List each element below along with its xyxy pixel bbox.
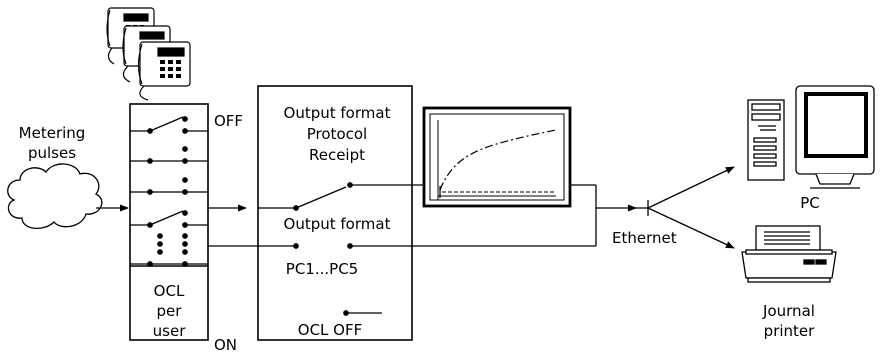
arrow-to-printer — [647, 207, 735, 249]
protocol-switch — [258, 182, 412, 211]
printer-icon — [741, 225, 837, 283]
journal-label: Journal — [762, 302, 815, 320]
printer-label: printer — [764, 322, 815, 340]
pc-range-label: PC1...PC5 — [286, 260, 358, 278]
ocl-label: OCL — [154, 282, 185, 300]
processor-block — [257, 85, 413, 341]
off-label: OFF — [214, 112, 243, 130]
pc-label: PC — [800, 194, 820, 212]
cloud-icon — [7, 163, 103, 229]
graph-display-icon — [422, 106, 572, 208]
receipt-label: Receipt — [309, 146, 365, 164]
ocl-off-contact — [343, 310, 382, 316]
on-label: ON — [214, 336, 237, 352]
pulses-label: pulses — [28, 144, 76, 162]
user-label: user — [153, 322, 187, 340]
ocl-switch-block — [129, 103, 209, 341]
pc-icon — [747, 85, 875, 189]
output-format-bottom-label: Output format — [284, 215, 391, 233]
ocl-off-label: OCL OFF — [298, 321, 362, 339]
switch-rows — [130, 116, 208, 267]
metering-label: Metering — [19, 124, 86, 142]
per-label: per — [157, 302, 183, 320]
output-format-top-label: Output format — [284, 104, 391, 122]
telephone-stack-icon — [106, 7, 191, 101]
arrow-to-pc — [647, 166, 735, 209]
ethernet-label: Ethernet — [612, 229, 677, 247]
protocol-label: Protocol — [307, 125, 367, 143]
pc-switch — [208, 208, 597, 249]
